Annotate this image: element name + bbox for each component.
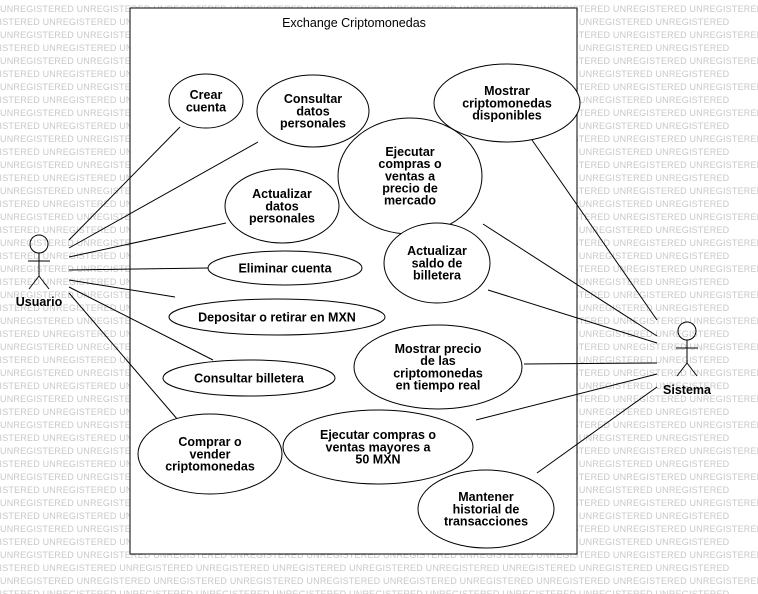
use-case-label-line: historial de bbox=[453, 502, 520, 516]
use-case-label-line: Ejecutar bbox=[385, 145, 434, 159]
use-case-label-line: de las bbox=[420, 354, 455, 368]
use-case-label-line: datos bbox=[296, 104, 329, 118]
use-case-label-line: Actualizar bbox=[252, 187, 312, 201]
watermark-line: UNREGISTERED UNREGISTERED UNREGISTERED U… bbox=[0, 589, 730, 594]
watermark-line: UNREGISTERED UNREGISTERED UNREGISTERED U… bbox=[0, 550, 758, 560]
actor-usuario[interactable]: Usuario bbox=[16, 234, 63, 309]
use-case-label-line: Comprar o bbox=[178, 435, 242, 449]
association-usuario-eliminar-cuenta bbox=[68, 267, 209, 271]
watermark-line: UNREGISTERED UNREGISTERED UNREGISTERED U… bbox=[0, 576, 758, 586]
use-case-label-line: criptomonedas bbox=[393, 366, 483, 380]
use-case-label-line: 50 MXN bbox=[355, 453, 400, 467]
use-case-label-line: Mostrar bbox=[484, 84, 530, 98]
use-case-ellipse bbox=[168, 73, 244, 129]
watermark-line: UNREGISTERED UNREGISTERED UNREGISTERED U… bbox=[0, 563, 730, 573]
actor-sistema[interactable]: Sistema bbox=[663, 321, 712, 397]
system-title: Exchange Criptomonedas bbox=[282, 16, 426, 30]
actor-right-leg bbox=[686, 362, 698, 377]
use-case-ellipse bbox=[168, 298, 386, 336]
use-case-label-line: compras o bbox=[378, 157, 442, 171]
association-sistema-ejecutar-mayores bbox=[475, 373, 658, 421]
use-case-label-line: cuenta bbox=[186, 100, 227, 114]
use-case-label-line: Actualizar bbox=[407, 244, 467, 258]
use-case-ellipse bbox=[162, 359, 336, 397]
use-case-ellipse bbox=[353, 324, 523, 410]
use-cases: CrearcuentaConsultardatospersonalesActua… bbox=[137, 63, 581, 549]
association-usuario-comprar-vender bbox=[68, 292, 179, 421]
use-case-label-line: Eliminar cuenta bbox=[238, 261, 332, 275]
use-case-label-line: transacciones bbox=[444, 515, 528, 529]
use-case-consultar-billetera[interactable]: Consultar billetera bbox=[162, 359, 336, 397]
association-sistema-ejecutar-mercado bbox=[482, 223, 658, 337]
association-usuario-consultar-datos bbox=[68, 141, 259, 249]
use-case-ellipse bbox=[137, 413, 283, 495]
actor-left-leg bbox=[28, 275, 40, 290]
use-case-label-line: ventas mayores a bbox=[326, 440, 432, 454]
use-case-depositar-retirar[interactable]: Depositar o retirar en MXN bbox=[168, 298, 386, 336]
association-sistema-actualizar-saldo bbox=[487, 289, 658, 344]
use-case-label-line: billetera bbox=[413, 269, 462, 283]
actor-label: Sistema bbox=[663, 383, 712, 397]
use-case-ellipse bbox=[282, 409, 474, 485]
use-case-ellipse bbox=[256, 74, 370, 148]
actor-left-leg bbox=[676, 362, 688, 377]
use-case-ellipse bbox=[417, 469, 555, 549]
use-case-label-line: disponibles bbox=[472, 109, 542, 123]
use-case-label-line: Consultar bbox=[284, 92, 342, 106]
use-case-ellipse bbox=[224, 168, 340, 244]
use-case-label-line: Mantener bbox=[458, 490, 514, 504]
use-case-label-line: vender bbox=[190, 447, 231, 461]
use-case-ellipse bbox=[433, 63, 581, 143]
association-sistema-mantener-historial bbox=[536, 386, 658, 474]
use-case-label-line: criptomonedas bbox=[165, 460, 255, 474]
use-case-label-line: precio de bbox=[382, 182, 438, 196]
actor-label: Usuario bbox=[16, 295, 63, 309]
use-case-ellipse bbox=[207, 250, 363, 286]
use-case-label-line: personales bbox=[280, 117, 346, 131]
use-case-label-line: Ejecutar compras o bbox=[320, 428, 436, 442]
use-case-label-line: en tiempo real bbox=[396, 379, 481, 393]
use-case-label-line: saldo de bbox=[412, 256, 463, 270]
use-case-label-line: Mostrar precio bbox=[395, 342, 482, 356]
association-usuario-depositar-retirar bbox=[68, 279, 176, 298]
use-case-eliminar-cuenta[interactable]: Eliminar cuenta bbox=[207, 250, 363, 286]
use-case-ellipse bbox=[383, 222, 491, 304]
use-case-label-line: criptomonedas bbox=[462, 96, 552, 110]
actor-head bbox=[677, 321, 697, 341]
association-sistema-mostrar-precio bbox=[523, 362, 658, 365]
use-case-label-line: mercado bbox=[384, 194, 436, 208]
association-usuario-consultar-billetera bbox=[68, 286, 214, 361]
association-sistema-mostrar-disponibles bbox=[531, 139, 658, 321]
actor-right-leg bbox=[38, 275, 50, 290]
association-usuario-crear-cuenta bbox=[68, 126, 181, 241]
actor-head bbox=[29, 234, 49, 254]
use-case-label-line: personales bbox=[249, 212, 315, 226]
association-usuario-actualizar-datos bbox=[68, 222, 227, 258]
associations bbox=[68, 126, 658, 474]
use-case-label-line: datos bbox=[265, 199, 298, 213]
use-case-label-line: Consultar billetera bbox=[194, 371, 305, 385]
use-case-label-line: ventas a bbox=[385, 169, 436, 183]
use-case-label-line: Crear bbox=[190, 88, 223, 102]
use-case-label-line: Depositar o retirar en MXN bbox=[198, 310, 356, 324]
